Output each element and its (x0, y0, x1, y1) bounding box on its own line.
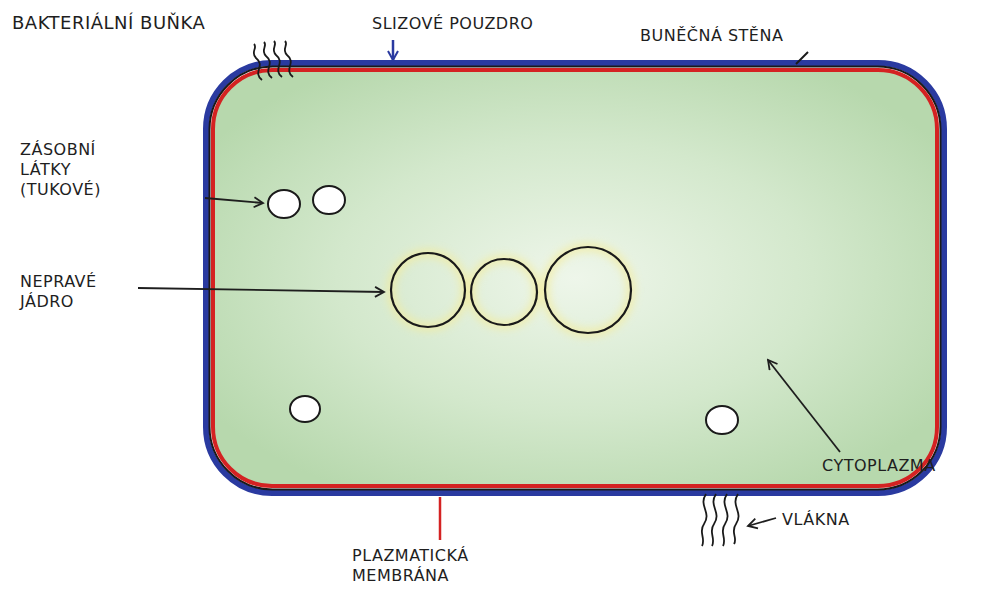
diagram-title: BAKTERIÁLNÍ BUŇKA (12, 12, 205, 33)
lipid-granules (268, 186, 738, 434)
capsule-leader (392, 40, 395, 60)
part-label: PLAZMATICKÁ MEMBRÁNA (352, 546, 492, 586)
nucleoid-glow (391, 247, 631, 333)
fimbriae (254, 41, 739, 546)
part-label: SLIZOVÉ POUZDRO (372, 14, 533, 34)
part-label: NEPRAVÉ JÁDRO (20, 272, 132, 312)
membrane-leader (439, 497, 442, 540)
part-label: VLÁKNA (782, 510, 850, 530)
slime-capsule (206, 63, 944, 493)
part-label: BUNĚČNÁ STĚNA (640, 26, 783, 46)
cell-wall (210, 67, 941, 490)
wall-leader (796, 52, 808, 64)
part-label: ZÁSOBNÍ LÁTKY (TUKOVÉ) (20, 140, 138, 200)
fimbriae-leader (748, 518, 776, 526)
nucleoid-leader (138, 288, 384, 292)
cytoplasm-leader (768, 360, 840, 452)
nucleoid (391, 247, 631, 333)
granule-leader (205, 198, 263, 203)
plasma-membrane (213, 70, 937, 486)
cytoplasm (214, 71, 936, 485)
part-label: CYTOPLAZMA (822, 456, 936, 476)
